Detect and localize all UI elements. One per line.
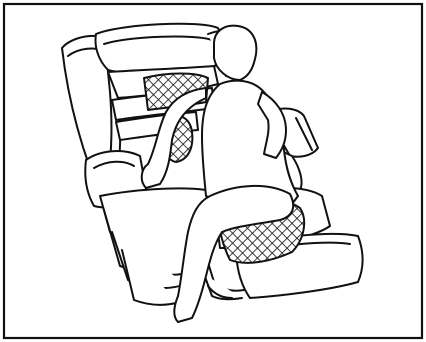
person-silhouette-icon	[140, 24, 299, 323]
